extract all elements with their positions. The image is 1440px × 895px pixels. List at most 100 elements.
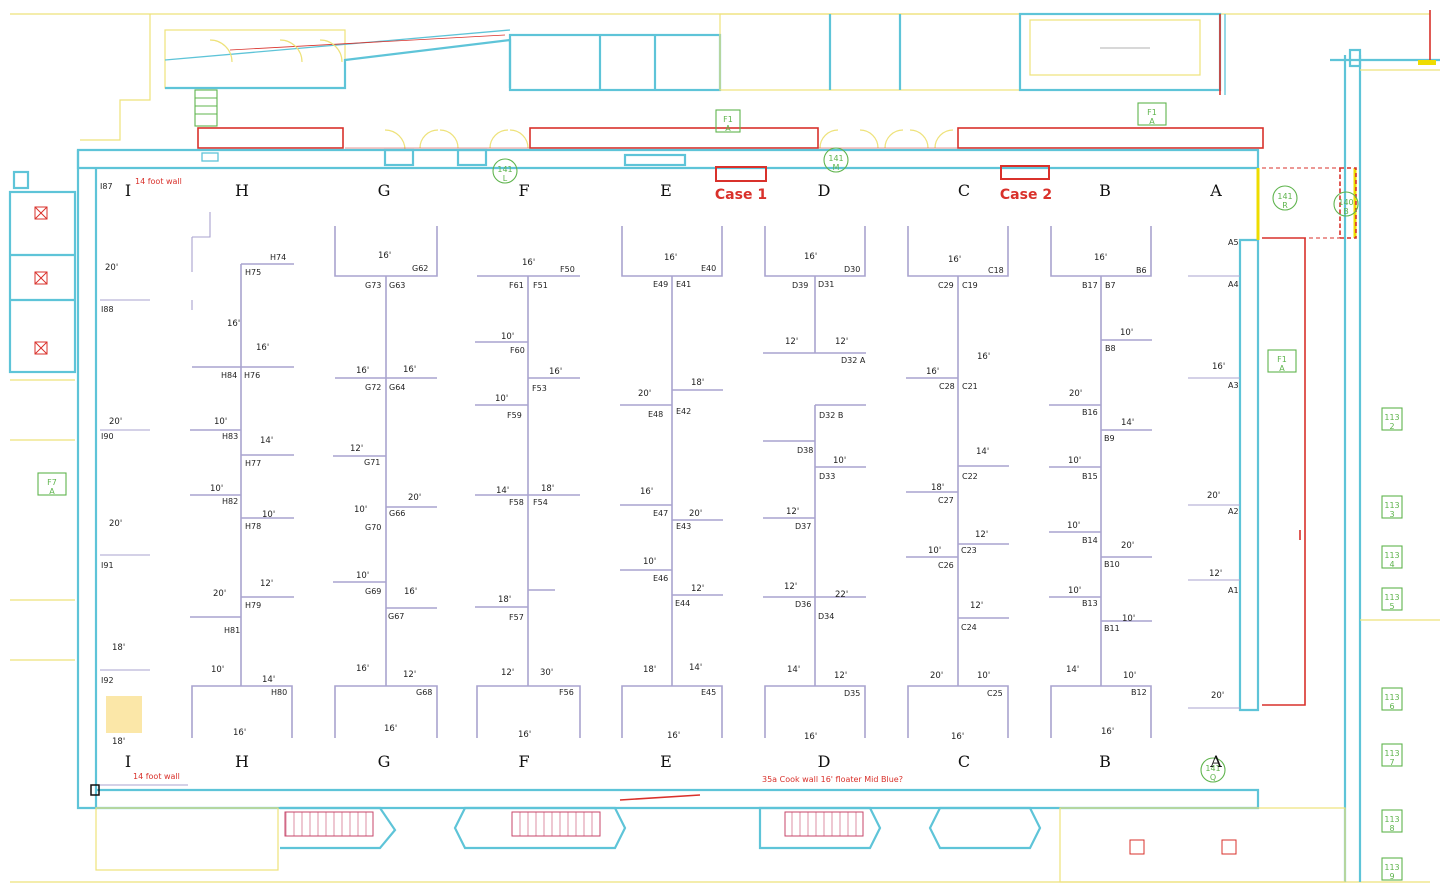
- booth-label: B8: [1105, 344, 1116, 353]
- column-letter-top: I: [125, 181, 131, 200]
- dimension-label: 16': [403, 365, 416, 375]
- dimension-label: 16': [667, 731, 680, 741]
- booth-label: A5: [1228, 238, 1239, 247]
- dimension-label: 10': [1120, 328, 1133, 338]
- booth-label: E45: [701, 688, 716, 697]
- booth-label: C22: [962, 472, 978, 481]
- dimension-label: 20': [1121, 541, 1134, 551]
- booth-label: G71: [364, 458, 380, 467]
- booth-label: C24: [961, 623, 977, 632]
- booth-label: C27: [938, 496, 954, 505]
- booth-label: C18: [988, 266, 1004, 275]
- booth-label: H77: [245, 459, 261, 468]
- dimension-label: 12': [1209, 569, 1222, 579]
- dimension-label: 10': [354, 505, 367, 515]
- door-swings: [209, 39, 954, 151]
- column-letter-top: F: [518, 181, 529, 200]
- dimension-label: 18': [691, 378, 704, 388]
- case-1-label: Case 1: [715, 187, 767, 203]
- booth-label: D36: [795, 600, 811, 609]
- booth-label: B7: [1105, 281, 1116, 290]
- dimension-label: 16': [256, 343, 269, 353]
- column-letter-bottom: D: [818, 752, 831, 771]
- dimension-label: 12': [260, 579, 273, 589]
- dimension-label: 10': [643, 557, 656, 567]
- dimension-label: 18': [498, 595, 511, 605]
- dimension-label: 10': [928, 546, 941, 556]
- booth-label: B12: [1131, 688, 1147, 697]
- dimension-label: 16': [926, 367, 939, 377]
- column-letter-bottom: E: [660, 752, 672, 771]
- dimension-label: 16': [227, 319, 240, 329]
- column-letter-bottom: A: [1209, 752, 1222, 771]
- cook-wall-note: 35a Cook wall 16' floater Mid Blue?: [762, 775, 903, 784]
- column-letter-top: G: [378, 181, 391, 200]
- dimension-label: 12': [975, 530, 988, 540]
- dimension-label: 22': [835, 590, 848, 600]
- dimension-label: 18': [112, 643, 125, 653]
- dimension-label: 14': [1066, 665, 1079, 675]
- case-2-label: Case 2: [1000, 187, 1052, 203]
- dimension-label: 10': [211, 665, 224, 675]
- wall-note-bottom: 14 foot wall: [133, 772, 180, 781]
- booth-label: C26: [938, 561, 954, 570]
- dimension-label: 20': [930, 671, 943, 681]
- dimension-label: 16': [233, 728, 246, 738]
- column-letter-bottom: F: [518, 752, 529, 771]
- dimension-label: 16': [378, 251, 391, 261]
- booth-grid: [100, 212, 1240, 786]
- east-rooms: [1262, 10, 1440, 882]
- booth-label: C23: [961, 546, 977, 555]
- dimension-label: 20': [109, 519, 122, 529]
- booth-label: H81: [224, 626, 240, 635]
- dimension-label: 12': [501, 668, 514, 678]
- dimension-label: 20': [109, 417, 122, 427]
- booth-label: E40: [701, 264, 716, 273]
- booth-label: I90: [101, 432, 114, 441]
- dimension-label: 10': [1068, 586, 1081, 596]
- booth-label: G64: [389, 383, 405, 392]
- dimension-label: 10': [1123, 671, 1136, 681]
- booth-label: F56: [559, 688, 574, 697]
- dimension-label: 12': [691, 584, 704, 594]
- dimension-label: 16': [356, 664, 369, 674]
- south-rooms: [95, 794, 1346, 883]
- booth-label: H76: [244, 371, 260, 380]
- dimension-label: 12': [834, 671, 847, 681]
- dimension-label: 20': [105, 263, 118, 273]
- column-letter-bottom: I: [125, 752, 131, 771]
- booth-label: E41: [676, 280, 691, 289]
- booth-label: H78: [245, 522, 261, 531]
- booth-label: G63: [389, 281, 405, 290]
- column-letter-top: H: [235, 181, 249, 200]
- dimension-label: 12': [786, 507, 799, 517]
- dimension-labels: 20' 20' 20' 18' 18' 16' 16' 10' 14' 10' 10' 20' 12' 1…: [105, 251, 1225, 747]
- booth-label: C19: [962, 281, 978, 290]
- wall-note-top: 14 foot wall: [135, 177, 182, 186]
- dimension-label: 10': [356, 571, 369, 581]
- booth-label: E42: [676, 407, 691, 416]
- dimension-label: 10': [262, 510, 275, 520]
- dimension-label: 16': [977, 352, 990, 362]
- dimension-label: 10': [210, 484, 223, 494]
- column-letter-top: A: [1209, 181, 1222, 200]
- booth-label: A2: [1228, 507, 1239, 516]
- dimension-label: 10': [977, 671, 990, 681]
- dimension-label: 12': [835, 337, 848, 347]
- dimension-label: 20': [213, 589, 226, 599]
- booth-label: B15: [1082, 472, 1098, 481]
- booth-label: H83: [222, 432, 238, 441]
- booth-label: B14: [1082, 536, 1098, 545]
- booth-label: E43: [676, 522, 691, 531]
- booth-label: F60: [510, 346, 525, 355]
- hall-walls: [76, 148, 1260, 810]
- dimension-label: 12': [784, 582, 797, 592]
- booth-labels: I87I88I90I91I92H74H75H76H84H83H77H82H78H…: [100, 182, 1239, 698]
